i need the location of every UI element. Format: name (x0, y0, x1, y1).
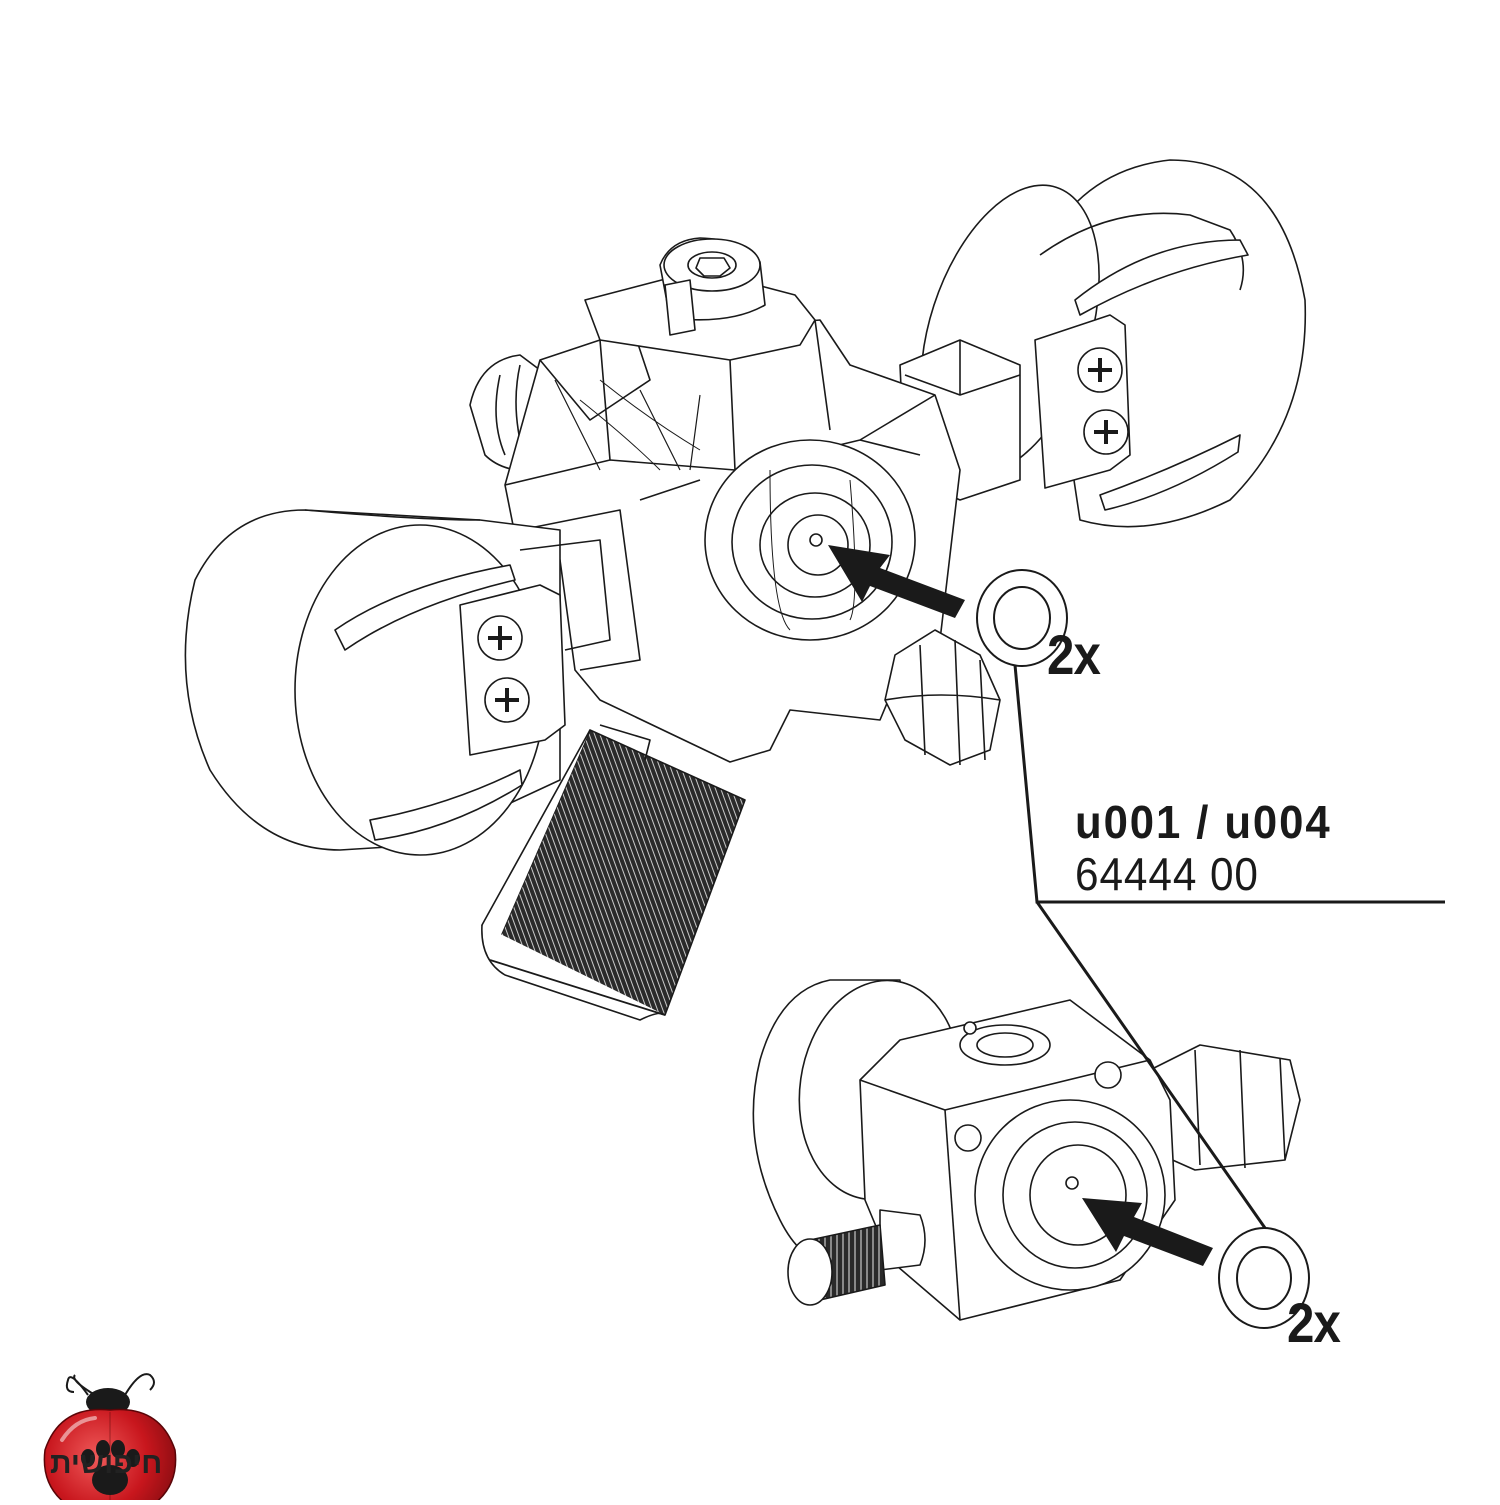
part-number-label: 64444 00 (1075, 848, 1259, 900)
left-pressure-gauge (184, 509, 611, 856)
outlet-fitting (884, 629, 1001, 766)
lower-o-ring (1218, 1227, 1310, 1329)
right-pressure-gauge (920, 159, 1307, 528)
lower-valve (752, 979, 1301, 1321)
upper-quantity-label: 2x (1047, 623, 1101, 686)
arrows (828, 545, 1213, 1266)
fine-adjust-knob (481, 724, 746, 1021)
ladybug-paw-logo (43, 1373, 177, 1505)
lower-quantity-label: 2x (1287, 1291, 1341, 1354)
top-hex-screw (659, 237, 766, 336)
o-rings (976, 569, 1310, 1329)
model-label: u001 / u004 (1075, 796, 1332, 848)
leader-lines (1013, 664, 1445, 1229)
upper-front-port (704, 439, 916, 641)
upper-regulator (184, 159, 1307, 1021)
logo-text: חיפושית (50, 1447, 163, 1480)
lower-valve-body (859, 999, 1176, 1321)
lower-arrow (1082, 1198, 1213, 1266)
lower-adjust-knob (787, 1209, 926, 1306)
upper-o-ring (976, 569, 1068, 667)
upper-arrow (828, 545, 965, 618)
